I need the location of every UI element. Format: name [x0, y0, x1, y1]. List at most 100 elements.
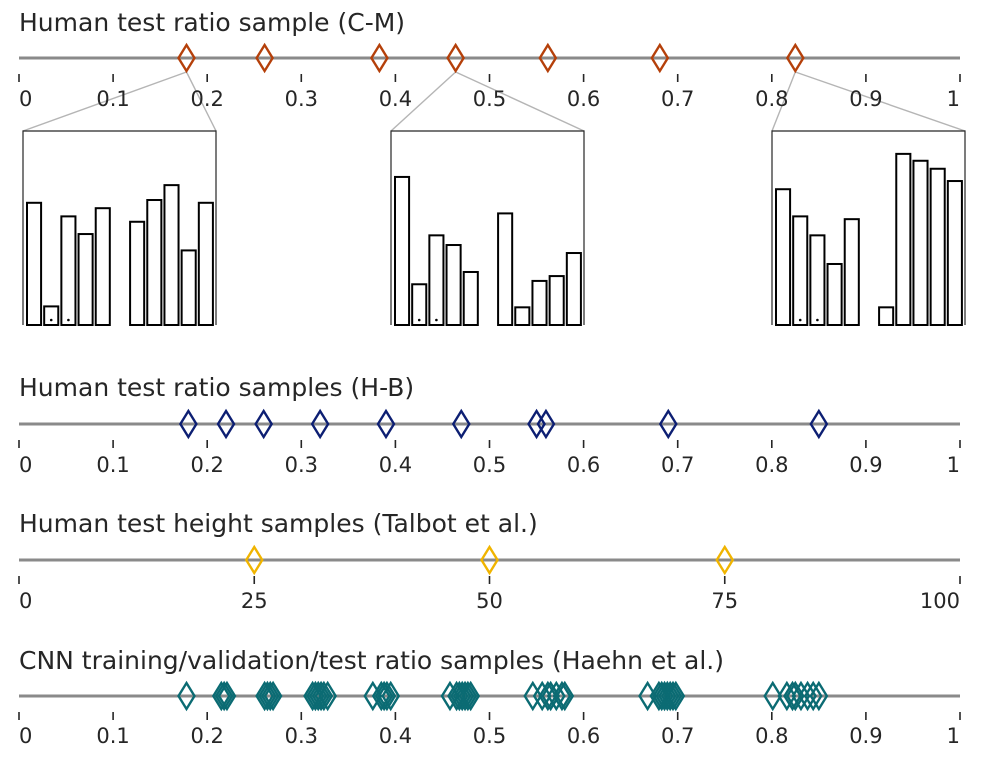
tick-label: 0.6 [567, 87, 600, 111]
diamond-marker [546, 680, 566, 712]
inset-bar [394, 175, 411, 326]
tick-label: 0.8 [755, 724, 788, 748]
marker-group [244, 544, 735, 576]
diamond-marker [244, 544, 264, 576]
diamond-marker [374, 680, 394, 712]
inset-bar [428, 234, 445, 327]
diamond-marker [809, 408, 829, 440]
diamond-marker [791, 680, 811, 712]
inset-bar [514, 306, 531, 326]
diamond-marker [258, 680, 277, 712]
diamond-marker [458, 680, 478, 712]
inset-bar [43, 305, 60, 326]
diamond-marker [255, 680, 275, 712]
diamond-marker [318, 680, 338, 712]
inset-bar [129, 220, 146, 327]
tick-label: 0.4 [379, 724, 412, 748]
panel-title: CNN training/validation/test ratio sampl… [19, 646, 724, 675]
tick-label: 1 [947, 87, 960, 111]
tick-label: 0.3 [285, 87, 318, 111]
panel-talbot: Human test height samples (Talbot et al.… [18, 509, 961, 613]
inset-bar [180, 249, 197, 326]
tick-label: 0.7 [661, 87, 694, 111]
tick-label: 100 [920, 589, 960, 613]
tick-label: 0.7 [661, 724, 694, 748]
tick-label: 25 [241, 589, 268, 613]
tick-group: 0 25 50 75 100 [18, 576, 961, 613]
diamond-marker [451, 408, 471, 440]
inset-bar [94, 207, 111, 326]
tick-label: 0.5 [473, 453, 506, 477]
diamond-marker [381, 680, 401, 712]
zoom-connector [390, 71, 457, 132]
tick-label: 0 [19, 453, 32, 477]
diamond-marker [455, 680, 475, 712]
diamond-marker [446, 42, 466, 74]
diamond-marker [783, 680, 802, 712]
tick-label: 0.3 [285, 724, 318, 748]
marker-group [178, 408, 829, 440]
inset-group [22, 71, 966, 327]
inset-marker-dot [816, 318, 819, 322]
diamond-marker [538, 42, 558, 74]
tick-label: 0.3 [285, 453, 318, 477]
diamond-marker [377, 680, 397, 712]
diamond-marker [715, 544, 735, 576]
diamond-marker [763, 680, 783, 712]
zoom-connector [185, 71, 217, 132]
tick-label: 0.2 [190, 724, 223, 748]
diamond-marker [552, 680, 572, 712]
tick-label: 0.5 [473, 87, 506, 111]
marker-group [177, 42, 805, 74]
tick-label: 0.7 [661, 453, 694, 477]
diamond-marker [177, 680, 196, 712]
tick-label: 0.9 [849, 87, 882, 111]
panel-haehn: CNN training/validation/test ratio sampl… [18, 646, 961, 748]
tick-label: 0 [19, 589, 32, 613]
zoom-connector [795, 71, 966, 132]
inset-marker-dot [798, 318, 802, 322]
inset-marker-dot [67, 318, 70, 322]
tick-label: 0.6 [567, 453, 600, 477]
inset-bar [26, 201, 43, 327]
diamond-marker [376, 408, 396, 440]
zoom-connector [771, 71, 796, 132]
inset-bar [531, 279, 548, 326]
inset-bar [826, 262, 843, 327]
diamond-marker [777, 680, 797, 712]
tick-label: 0.4 [379, 87, 412, 111]
inset-bar [462, 270, 479, 326]
diamond-marker [178, 408, 198, 440]
inset-bar [878, 306, 895, 326]
tick-label: 50 [476, 589, 503, 613]
marker-group [177, 680, 829, 712]
diamond-marker [306, 680, 325, 712]
panel-title: Human test height samples (Talbot et al.… [19, 509, 538, 538]
tick-label: 0.2 [190, 87, 223, 111]
inset-bar [146, 199, 163, 326]
inset-bar [912, 159, 929, 326]
inset-bar [929, 167, 946, 326]
diamond-marker [657, 680, 677, 712]
inset-bar [60, 215, 77, 327]
tick-label: 0 [19, 724, 32, 748]
tick-label: 75 [711, 589, 738, 613]
tick-label: 0.5 [473, 724, 506, 748]
tick-label: 0.6 [567, 724, 600, 748]
diamond-marker [263, 680, 283, 712]
diamond-marker [785, 680, 805, 712]
diamond-marker [177, 42, 196, 74]
diamond-marker [666, 680, 686, 712]
diamond-marker [650, 42, 670, 74]
diamond-marker [480, 544, 499, 576]
zoom-connector [22, 71, 187, 132]
tick-label: 0.4 [379, 453, 412, 477]
diamond-marker [658, 408, 678, 440]
tick-label: 0.8 [755, 87, 788, 111]
inset-bar [445, 244, 462, 327]
